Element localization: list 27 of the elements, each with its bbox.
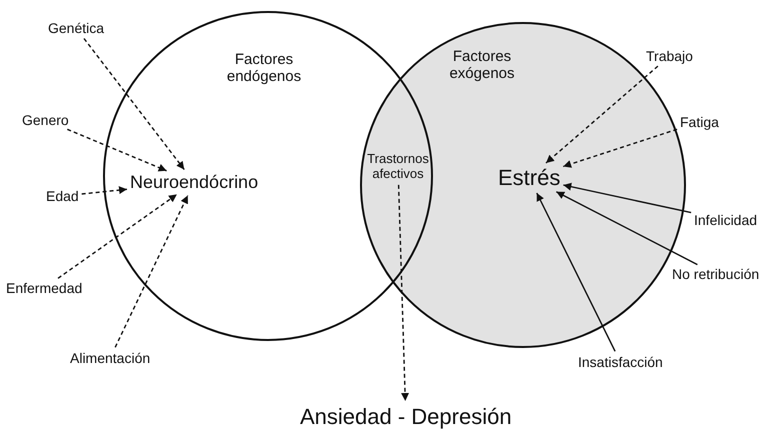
factor-label: Genética bbox=[48, 20, 104, 36]
factor-label: Trastornos afectivos bbox=[365, 152, 431, 182]
factor-label: Genero bbox=[22, 112, 69, 128]
factor-label: Infelicidad bbox=[694, 212, 758, 228]
factor-label: Trabajo bbox=[646, 48, 693, 64]
factor-label: Neuroendócrino bbox=[130, 172, 258, 193]
arrow bbox=[562, 128, 678, 168]
arrow bbox=[546, 66, 658, 164]
factor-label: Fatiga bbox=[680, 114, 719, 130]
factor-label: Enfermedad bbox=[6, 280, 82, 296]
venn-circle bbox=[103, 11, 433, 341]
arrow bbox=[58, 194, 178, 279]
arrow bbox=[67, 128, 167, 172]
factor-label: Estrés bbox=[498, 165, 560, 190]
arrow bbox=[398, 184, 410, 402]
arrow bbox=[114, 195, 188, 348]
arrow bbox=[536, 192, 616, 352]
circle-heading: Factores exógenos bbox=[448, 48, 516, 82]
arrow bbox=[83, 38, 185, 170]
factor-label: Insatisfacción bbox=[578, 354, 663, 370]
arrow bbox=[82, 186, 128, 195]
factor-label: No retribución bbox=[672, 266, 760, 282]
factor-label: Ansiedad - Depresión bbox=[300, 404, 512, 430]
circle-heading: Factores endógenos bbox=[226, 51, 302, 86]
factor-label: Alimentación bbox=[70, 350, 150, 366]
factor-label: Edad bbox=[46, 188, 79, 204]
arrow bbox=[556, 191, 698, 266]
